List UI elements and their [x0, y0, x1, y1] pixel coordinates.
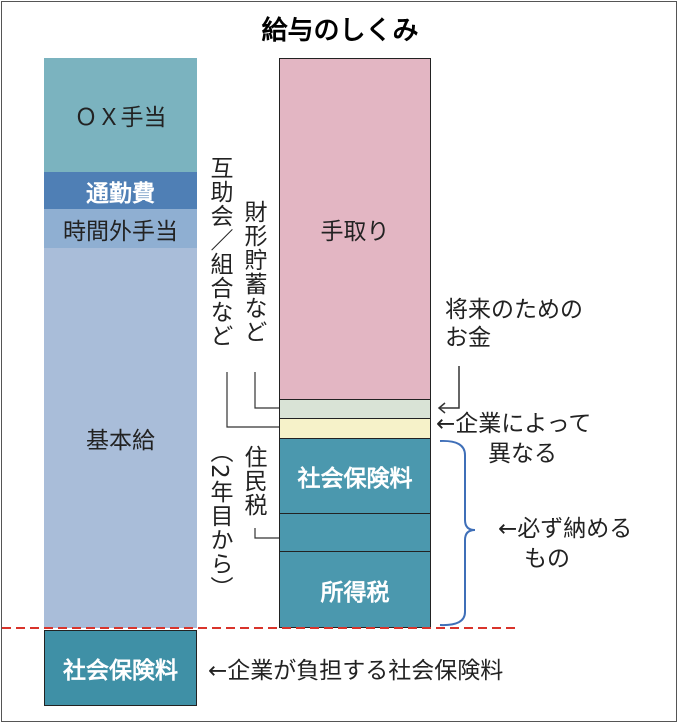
segment-take-home: 手取り — [279, 58, 431, 400]
segment-overtime: 時間外手当 — [44, 209, 197, 248]
future-money-arrow — [439, 366, 460, 409]
segment-social-insurance: 社会保険料 — [279, 438, 431, 514]
segment-base-salary: 基本給 — [44, 248, 197, 628]
label-resident-tax: 住民税 — [240, 445, 266, 517]
annotation-varies-2: 異なる — [488, 441, 557, 467]
label-mutual-aid: 互助会／組合など — [206, 156, 232, 348]
label-savings: 財形貯蓄など — [240, 200, 266, 344]
diagram-title: 給与のしくみ — [261, 16, 419, 46]
resident-tax-connector — [254, 528, 279, 539]
mandatory-bracket — [439, 439, 476, 627]
annotation-varies-1: ←企業によって — [436, 411, 592, 437]
segment-allowance: ＯＸ手当 — [44, 58, 197, 172]
segment-employer-social-insurance: 社会保険料 — [44, 630, 197, 706]
annotation-mandatory-2: もの — [524, 546, 570, 572]
arrow-head — [437, 402, 446, 414]
annotation-mandatory-1: ←必ず納める — [498, 516, 633, 542]
annotation-future-money-1: 将来のための — [445, 297, 583, 323]
label-resident-tax-note: （2年目から） — [206, 440, 232, 600]
segment-commute: 通勤費 — [44, 172, 197, 209]
mutual-aid-connector — [226, 372, 279, 428]
annotation-future-money-2: お金 — [445, 325, 491, 351]
annotation-employer-burden: ←企業が負担する社会保険料 — [208, 658, 504, 684]
savings-connector — [254, 372, 279, 409]
segment-income-tax: 所得税 — [279, 551, 431, 628]
